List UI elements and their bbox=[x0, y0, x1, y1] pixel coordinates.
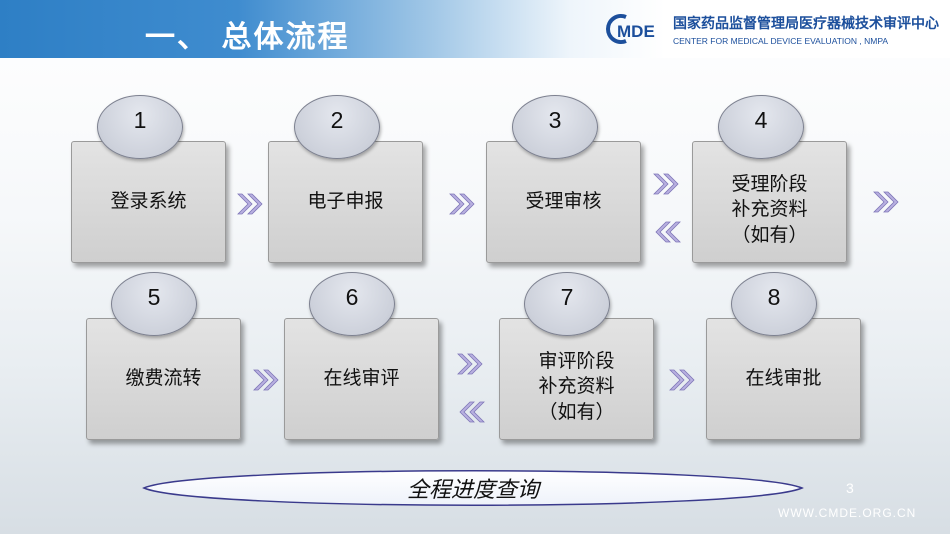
step-label-5: 缴费流转 bbox=[125, 367, 202, 390]
step-box-5: 缴费流转 bbox=[86, 318, 241, 440]
footer-url: WWW.CMDE.ORG.CN bbox=[778, 506, 917, 520]
org-name-en: CENTER FOR MEDICAL DEVICE EVALUATION , N… bbox=[673, 36, 889, 46]
page-number: 3 bbox=[846, 480, 854, 496]
double-chevron-right-icon bbox=[872, 190, 902, 214]
step-number-6: 6 bbox=[309, 272, 395, 336]
double-chevron-left-icon bbox=[652, 220, 682, 244]
double-chevron-right-icon bbox=[668, 368, 698, 392]
step-label-7: 审评阶段 补充资料 （如有） bbox=[538, 349, 615, 423]
progress-query-banner: 全程进度查询 bbox=[138, 463, 808, 513]
step-number-5: 5 bbox=[111, 272, 197, 336]
step-box-2: 电子申报 bbox=[268, 141, 423, 263]
step-label-1: 登录系统 bbox=[110, 190, 187, 213]
banner-label: 全程进度查询 bbox=[406, 478, 539, 503]
step-box-6: 在线审评 bbox=[284, 318, 439, 440]
double-chevron-right-icon bbox=[652, 172, 682, 196]
double-chevron-right-icon bbox=[456, 352, 486, 376]
slide-title: 一、 总体流程 bbox=[145, 20, 350, 55]
double-chevron-right-icon bbox=[448, 192, 478, 216]
double-chevron-right-icon bbox=[252, 368, 282, 392]
mde-logo-icon: MDE bbox=[606, 14, 655, 44]
header-bar bbox=[0, 0, 950, 58]
step-number-1: 1 bbox=[97, 95, 183, 159]
step-box-1: 登录系统 bbox=[71, 141, 226, 263]
step-number-8: 8 bbox=[731, 272, 817, 336]
step-box-7: 审评阶段 补充资料 （如有） bbox=[499, 318, 654, 440]
step-box-8: 在线审批 bbox=[706, 318, 861, 440]
step-box-4: 受理阶段 补充资料 （如有） bbox=[692, 141, 847, 263]
step-number-2: 2 bbox=[294, 95, 380, 159]
logo-mark-text: MDE bbox=[617, 22, 655, 41]
step-number-7: 7 bbox=[524, 272, 610, 336]
step-number-4: 4 bbox=[718, 95, 804, 159]
step-number-3: 3 bbox=[512, 95, 598, 159]
step-label-3: 受理审核 bbox=[525, 190, 602, 213]
step-label-6: 在线审评 bbox=[323, 367, 400, 390]
step-box-3: 受理审核 bbox=[486, 141, 641, 263]
step-label-4: 受理阶段 补充资料 （如有） bbox=[731, 172, 808, 246]
step-label-8: 在线审批 bbox=[745, 367, 822, 390]
double-chevron-right-icon bbox=[236, 192, 266, 216]
step-label-2: 电子申报 bbox=[307, 190, 384, 213]
double-chevron-left-icon bbox=[456, 400, 486, 424]
org-name-cn: 国家药品监督管理局医疗器械技术审评中心 bbox=[673, 16, 939, 32]
